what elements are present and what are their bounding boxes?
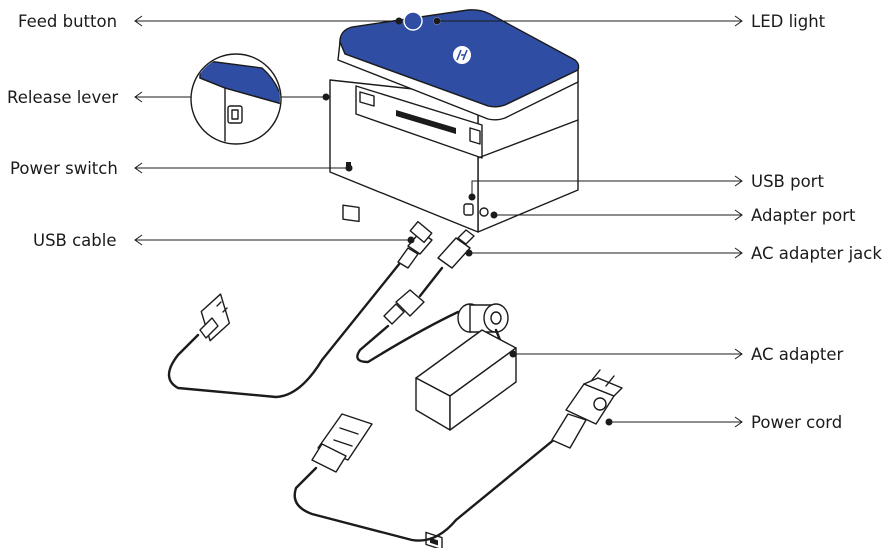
leader-power-cord [605, 416, 743, 428]
leader-ac-adapter [509, 348, 743, 360]
power-cord-part [293, 369, 623, 542]
usb-cable-part [167, 220, 433, 399]
label-power-switch: Power switch [10, 159, 118, 178]
label-release-lever: Release lever [7, 88, 118, 107]
power-switch-part [342, 204, 360, 223]
label-ac-adapter-jack: AC adapter jack [751, 244, 882, 263]
label-usb-cable: USB cable [33, 231, 117, 250]
feed-button-part [403, 11, 423, 31]
label-feed-button: Feed button [18, 12, 117, 31]
ac-adapter-part [356, 229, 517, 548]
leader-power-switch [134, 162, 353, 174]
leader-led-light [433, 15, 743, 27]
label-ac-adapter: AC adapter [751, 345, 844, 364]
leader-usb-port [468, 175, 743, 201]
release-lever-inset [190, 53, 282, 145]
label-usb-port: USB port [751, 172, 824, 191]
leader-feed-button [134, 15, 403, 27]
hp-logo-icon [453, 46, 471, 64]
leader-usb-cable [134, 234, 415, 246]
leader-release-lever [134, 91, 330, 103]
usb-port-part [463, 203, 474, 216]
leader-adapter-port [490, 209, 743, 221]
leader-ac-adapter-jack [465, 247, 743, 259]
label-adapter-port: Adapter port [751, 206, 856, 225]
adapter-port-part [479, 207, 489, 217]
label-led-light: LED light [751, 12, 826, 31]
label-power-cord: Power cord [751, 413, 842, 432]
label-printer [329, 9, 580, 233]
